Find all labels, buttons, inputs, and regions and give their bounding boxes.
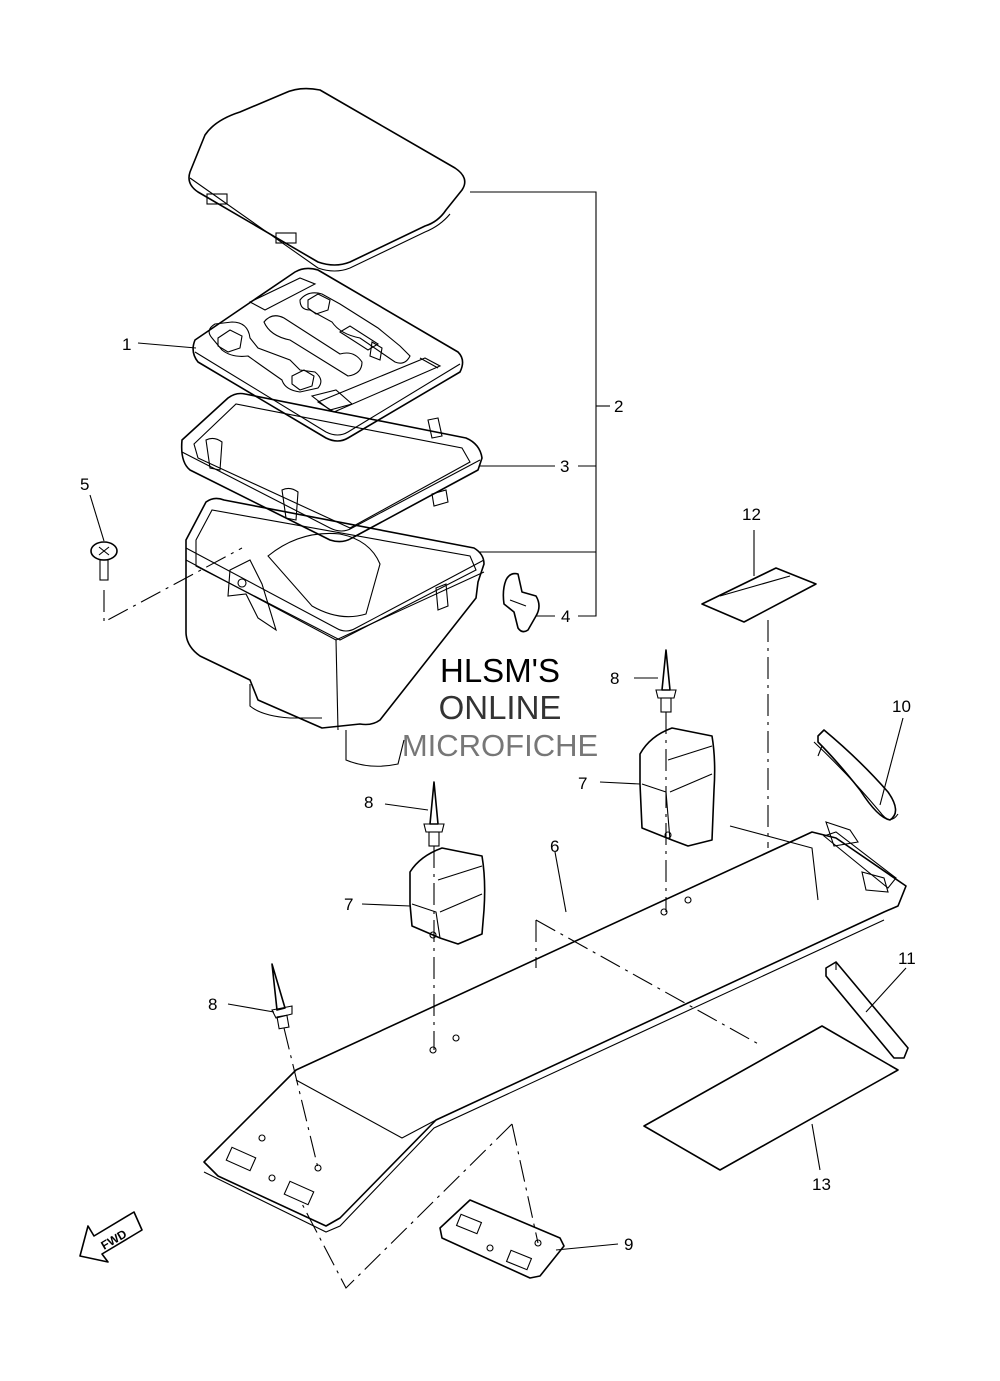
callout-4: 4 bbox=[561, 607, 570, 626]
callout-13: 13 bbox=[812, 1175, 831, 1194]
assembly-lines bbox=[103, 547, 769, 1289]
band bbox=[813, 729, 899, 821]
callout-6: 6 bbox=[550, 837, 559, 856]
callout-7-upper: 7 bbox=[578, 774, 587, 793]
callout-7-lower: 7 bbox=[344, 895, 353, 914]
toolbox-lid bbox=[188, 87, 466, 272]
callout-labels: 1 2 3 4 5 6 7 7 8 8 8 9 10 11 12 13 bbox=[80, 335, 916, 1254]
watermark: HLSM'S ONLINE MICROFICHE bbox=[402, 652, 598, 763]
callout-5: 5 bbox=[80, 475, 89, 494]
callout-2: 2 bbox=[614, 397, 623, 416]
watermark-line-1: HLSM'S bbox=[440, 652, 560, 689]
callout-11: 11 bbox=[898, 949, 916, 968]
leader-lines bbox=[89, 191, 907, 1251]
bracket-lower bbox=[409, 847, 486, 945]
callout-1: 1 bbox=[122, 335, 131, 354]
rivet-middle bbox=[423, 781, 445, 847]
clip bbox=[502, 572, 540, 633]
tool-kit-tray bbox=[192, 267, 464, 442]
callout-8-lower: 8 bbox=[208, 995, 217, 1014]
callout-12: 12 bbox=[742, 505, 761, 524]
damper-bar bbox=[825, 961, 909, 1059]
callout-9: 9 bbox=[624, 1235, 633, 1254]
base-plate bbox=[203, 821, 907, 1233]
small-plate bbox=[439, 1199, 565, 1279]
screw bbox=[90, 541, 118, 581]
label-sheet bbox=[701, 567, 817, 623]
pad-sheet bbox=[643, 1025, 899, 1171]
rivet-upper bbox=[655, 649, 677, 713]
rivet-lower bbox=[271, 963, 293, 1030]
watermark-line-2: ONLINE bbox=[439, 689, 562, 726]
callout-8-upper: 8 bbox=[610, 669, 619, 688]
seal-frame bbox=[180, 392, 483, 543]
watermark-line-3: MICROFICHE bbox=[402, 728, 598, 763]
callout-10: 10 bbox=[892, 697, 911, 716]
callout-3: 3 bbox=[560, 457, 569, 476]
toolbox-case bbox=[185, 497, 485, 767]
fwd-arrow: FWD bbox=[79, 1211, 143, 1263]
callout-8-middle: 8 bbox=[364, 793, 373, 812]
bracket-upper bbox=[639, 727, 716, 847]
